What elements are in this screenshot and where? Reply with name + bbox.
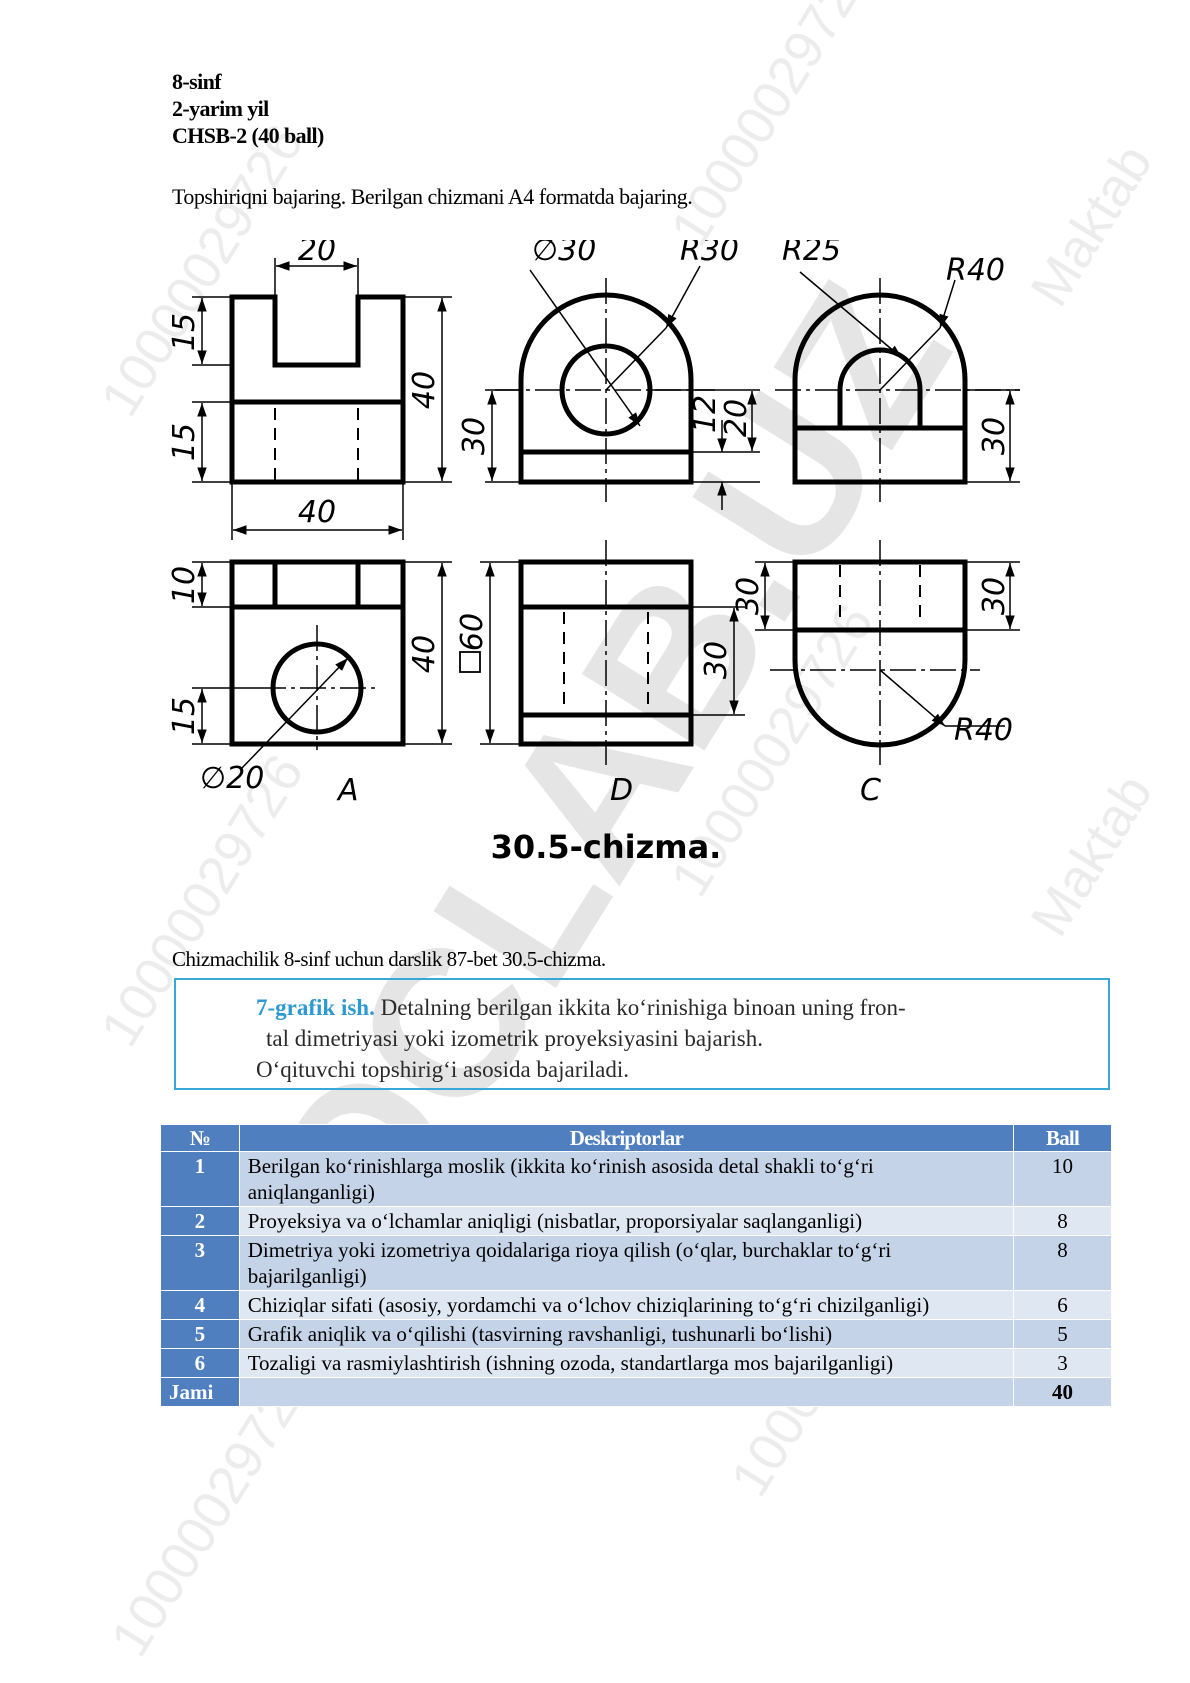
page-header: 8-sinf 2-yarim yil CHSB-2 (40 ball) [172,68,324,149]
dim-30-d: 30 [699,641,734,679]
row-desc: Tozaligi va rasmiylashtirish (ishning oz… [238,1348,1015,1378]
semester-label: 2-yarim yil [172,96,269,121]
dim-15-b: 15 [170,423,202,461]
dim-r30: R30 [680,240,739,268]
dim-10: 10 [170,566,202,604]
assignment-box: 7-grafik ish. Detalning berilgan ikkita … [174,978,1110,1090]
row-desc: Proyeksiya va o‘lchamlar aniqligi (nisba… [238,1206,1015,1236]
table-row: 1 Berilgan ko‘rinishlarga moslik (ikkita… [160,1151,1112,1207]
dim-60: 60 [455,613,490,651]
row-ball: 6 [1013,1290,1112,1320]
assignment-text: 7-grafik ish. Detalning berilgan ikkita … [256,992,1106,1085]
total-label: Jami [160,1377,240,1407]
dim-r40-bottom: R40 [954,713,1013,748]
row-ball: 5 [1013,1319,1112,1349]
col-ball: Ball [1013,1124,1112,1152]
row-num: 3 [160,1235,240,1291]
table-row: 3 Dimetriya yoki izometriya qoidalariga … [160,1235,1112,1291]
table-row: 2 Proyeksiya va o‘lchamlar aniqligi (nis… [160,1206,1112,1236]
dim-40-right: 40 [407,371,442,409]
row-desc: Berilgan ko‘rinishlarga moslik (ikkita k… [238,1151,1015,1207]
rubric-header: № Deskriptorlar Ball [160,1124,1112,1152]
row-num: 2 [160,1206,240,1236]
assignment-lead: 7-grafik ish. [256,995,375,1020]
textbook-caption: Chizmachilik 8-sinf uchun darslik 87-bet… [172,947,606,971]
table-row: 4 Chiziqlar sifati (asosiy, yordamchi va… [160,1290,1112,1320]
task-text: Topshiriqni bajaring. Berilgan chizmani … [172,184,693,209]
total-empty [238,1377,1015,1407]
view-front [229,294,406,485]
col-num: № [160,1124,240,1152]
dim-r40-top: R40 [946,253,1005,288]
view-label-c: C [860,773,881,808]
total-row: Jami 40 [160,1377,1112,1407]
dim-30-right: 30 [977,417,1012,455]
dim-30-mid: 30 [457,417,492,455]
row-ball: 8 [1013,1206,1112,1236]
row-ball: 10 [1013,1151,1112,1207]
dim-30-c-left: 30 [731,577,766,615]
watermark-code-6: 10000029726 [659,0,885,256]
view-label-d: D [610,773,633,808]
dim-20-top: 20 [298,240,336,268]
rubric-table: № Deskriptorlar Ball 1 Berilgan ko‘rinis… [160,1124,1112,1407]
total-ball: 40 [1013,1377,1112,1407]
row-ball: 8 [1013,1235,1112,1291]
col-desc: Deskriptorlar [238,1124,1015,1152]
dim-15-c: 15 [170,697,202,735]
view-label-a: A [336,773,359,808]
row-ball: 3 [1013,1348,1112,1378]
dim-40-a: 40 [407,635,442,673]
assignment-line-3: O‘qituvchi topshirig‘i asosida bajarilad… [256,1057,630,1082]
dim-12: 12 [688,395,723,433]
assignment-line-2: tal dimetriyasi yoki izometrik proyeksiy… [266,1026,763,1051]
assignment-line-1: Detalning berilgan ikkita ko‘rinishiga b… [380,995,906,1020]
dim-30-c-right: 30 [977,577,1012,615]
grade-label: 8-sinf [172,69,222,94]
row-desc: Dimetriya yoki izometriya qoidalariga ri… [238,1235,1015,1291]
table-row: 6 Tozaligi va rasmiylashtirish (ishning … [160,1348,1112,1378]
row-num: 1 [160,1151,240,1207]
table-row: 5 Grafik aniqlik va o‘qilishi (tasvirnin… [160,1319,1112,1349]
row-desc: Chiziqlar sifati (asosiy, yordamchi va o… [238,1290,1015,1320]
row-num: 6 [160,1348,240,1378]
test-label: CHSB-2 (40 ball) [172,123,324,148]
dim-phi20: ∅20 [200,761,264,796]
row-num: 4 [160,1290,240,1320]
dim-40-bottom: 40 [298,495,336,530]
row-num: 5 [160,1319,240,1349]
drawing-title: 30.5-chizma. [491,828,722,866]
row-desc: Grafik aniqlik va o‘qilishi (tasvirning … [238,1319,1015,1349]
technical-drawing: 20 15 15 40 40 ∅30 [170,240,1020,866]
dim-20-mid: 20 [719,399,754,437]
dim-phi30: ∅30 [532,240,596,268]
dim-15-a: 15 [170,313,202,351]
dim-r25: R25 [782,240,841,268]
